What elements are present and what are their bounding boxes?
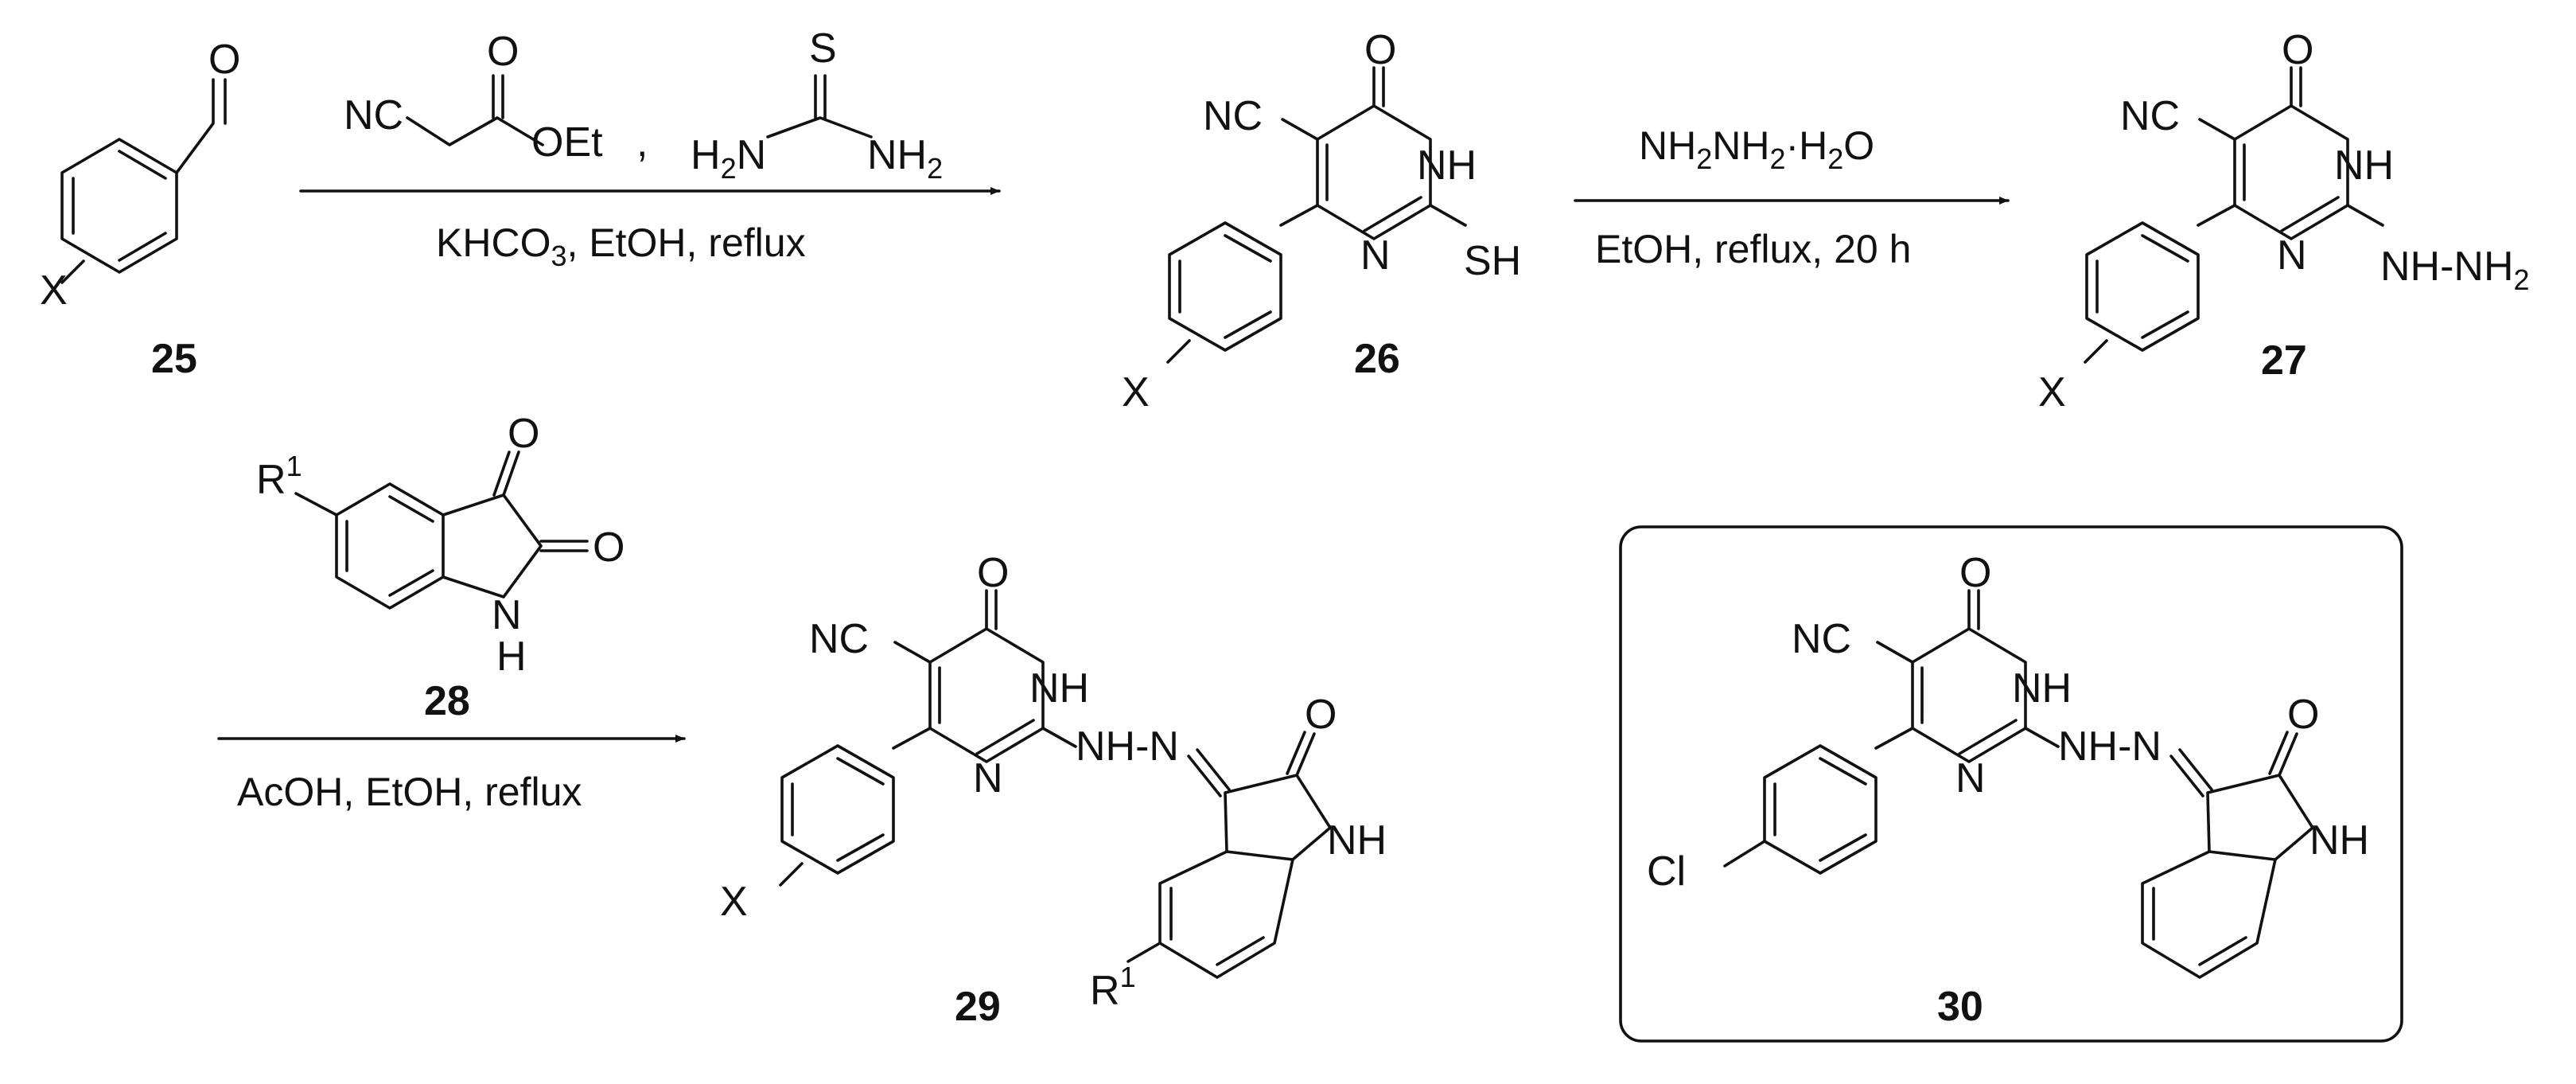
p29-oxindole-nh-label: NH (1327, 817, 1387, 864)
thiourea-nh2-label: NH2 (867, 132, 943, 185)
p26-oxygen-label: O (1364, 27, 1396, 73)
p30-nh-n-label: NH-N (2058, 723, 2162, 770)
compound-28-structure: R1 O O N H 28 (256, 411, 625, 724)
step1-conditions: KHCO3, EtOH, reflux (436, 220, 806, 272)
p27-x-label: X (2038, 369, 2066, 415)
compound-number-27: 27 (2261, 337, 2307, 384)
p26-sh-label: SH (1464, 238, 1521, 284)
p30-nh-label: NH (2012, 665, 2072, 712)
p30-oxygen-label: O (1959, 550, 1991, 596)
p27-n-label: N (2277, 232, 2307, 279)
isatin-r1-label: R1 (256, 450, 302, 503)
reagent-ethyl-cyanoacetate: NC O OEt , (344, 29, 648, 166)
p26-nh-label: NH (1417, 142, 1477, 189)
compound-30-structure: NC O NH N NH-N O NH Cl 30 (1647, 550, 2369, 1030)
compound-25-structure: O X 25 (40, 37, 240, 382)
p29-oxygen-label: O (977, 550, 1009, 596)
p29-oxindole-oxygen-label: O (1305, 692, 1337, 738)
p30-oxindole-oxygen-label: O (2287, 692, 2319, 738)
cyanoacetate-oxygen-label: O (487, 29, 519, 75)
compound-number-26: 26 (1354, 336, 1400, 382)
reagent-thiourea: S H2N NH2 (691, 25, 943, 185)
cyanoacetate-nc-label: NC (344, 92, 403, 138)
p30-oxindole-nh-label: NH (2309, 817, 2369, 864)
compound-29-structure: NC O NH N NH-N O NH X R1 29 (720, 550, 1387, 1030)
p30-nc-label: NC (1792, 616, 1851, 662)
p29-n-label: N (973, 755, 1003, 801)
cyanoacetate-oet-label: OEt (531, 119, 603, 166)
p27-nc-label: NC (2120, 93, 2180, 139)
aldehyde-oxygen-label: O (208, 37, 240, 83)
thiourea-sulfur-label: S (809, 25, 837, 72)
p29-nh-label: NH (1029, 665, 1089, 712)
p27-nhnh2-label: NH-NH2 (2380, 244, 2530, 296)
compound-27-structure: NC O NH N NH-NH2 X 27 (2038, 27, 2530, 415)
step2-conditions: EtOH, reflux, 20 h (1595, 227, 1911, 271)
compound-30-box (1619, 525, 2403, 1043)
compound-number-28: 28 (424, 678, 470, 724)
isatin-h-label: H (496, 634, 527, 680)
p29-nc-label: NC (809, 616, 869, 662)
p27-nh-label: NH (2334, 142, 2394, 189)
p30-chloro-label: Cl (1647, 848, 1686, 895)
compound-26-structure: NC O NH N SH X 26 (1122, 27, 1521, 415)
isatin-n-label: N (492, 592, 522, 638)
p30-n-label: N (1955, 755, 1986, 801)
p26-nc-label: NC (1203, 93, 1263, 139)
isatin-oxygen-2-label: O (593, 524, 625, 571)
p27-oxygen-label: O (2282, 27, 2313, 73)
isatin-oxygen-3-label: O (508, 411, 539, 457)
thiourea-h2n-label: H2N (691, 132, 766, 185)
compound-number-25: 25 (151, 336, 197, 382)
p26-x-label: X (1122, 369, 1150, 415)
compound-number-29: 29 (955, 984, 1001, 1030)
p29-x-label: X (720, 879, 748, 925)
p26-n-label: N (1360, 232, 1391, 279)
aldehyde-substituent-x-label: X (40, 267, 68, 314)
p29-nh-n-label: NH-N (1076, 723, 1179, 770)
reagent-separator-comma: , (636, 119, 648, 166)
p29-r1-label: R1 (1090, 961, 1136, 1014)
compound-number-30: 30 (1937, 984, 1983, 1030)
step3-conditions: AcOH, EtOH, reflux (237, 770, 582, 814)
step2-reagent-hydrazine-hydrate: NH2NH2·H2O (1639, 123, 1874, 175)
